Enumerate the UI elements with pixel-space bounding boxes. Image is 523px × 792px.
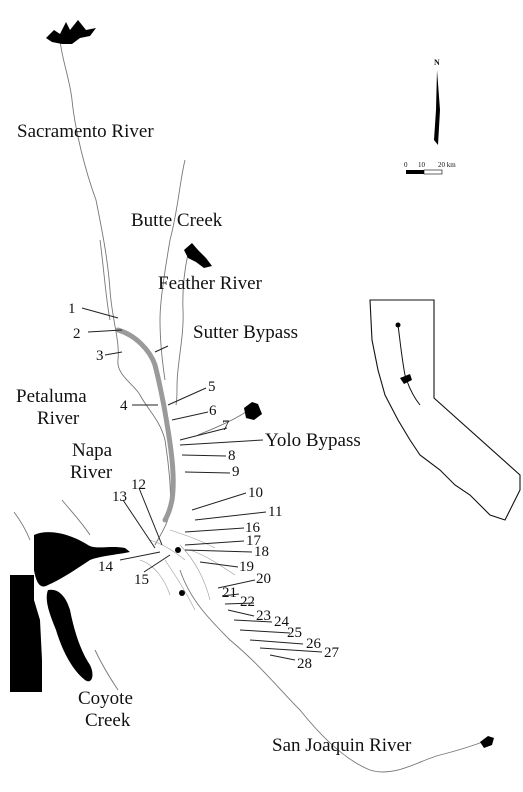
scale-twenty: 20 km bbox=[438, 161, 456, 169]
inset-delta bbox=[400, 374, 412, 384]
label-napa-2: River bbox=[70, 462, 113, 483]
label-butte-creek: Butte Creek bbox=[131, 210, 223, 231]
site-25: 25 bbox=[287, 625, 302, 641]
site-16: 16 bbox=[245, 520, 261, 536]
site-leaders bbox=[81, 307, 323, 661]
site-27: 27 bbox=[324, 645, 340, 661]
site-8: 8 bbox=[228, 448, 236, 464]
scale-zero: 0 bbox=[404, 161, 408, 169]
sacramento-river-line bbox=[59, 39, 171, 546]
scale-ten: 10 bbox=[418, 161, 426, 169]
shasta-lake bbox=[46, 20, 96, 44]
folsom-lake bbox=[244, 402, 262, 420]
river-labels: Sacramento River Butte Creek Feather Riv… bbox=[16, 121, 412, 756]
butte-creek-line bbox=[159, 159, 186, 381]
site-26: 26 bbox=[306, 636, 322, 652]
site-4: 4 bbox=[120, 398, 128, 414]
delta-lake bbox=[179, 590, 185, 596]
site-5: 5 bbox=[208, 379, 216, 395]
site-24: 24 bbox=[274, 614, 290, 630]
label-yolo-bypass: Yolo Bypass bbox=[265, 430, 361, 451]
site-3: 3 bbox=[96, 348, 104, 364]
scale-bar: 0 10 20 km bbox=[404, 161, 456, 175]
site-17: 17 bbox=[246, 533, 262, 549]
water-bodies bbox=[10, 20, 262, 692]
north-arrow: N bbox=[434, 58, 440, 145]
san-joaquin-river-line bbox=[179, 569, 489, 773]
site-23: 23 bbox=[256, 608, 271, 624]
delta-island bbox=[175, 547, 181, 553]
site-19: 19 bbox=[239, 559, 254, 575]
site-28: 28 bbox=[297, 656, 312, 672]
label-feather-river: Feather River bbox=[158, 273, 263, 294]
site-7: 7 bbox=[222, 418, 230, 434]
label-petaluma-1: Petaluma bbox=[16, 386, 87, 407]
site-10: 10 bbox=[248, 485, 263, 501]
site-18: 18 bbox=[254, 544, 269, 560]
delta-channels bbox=[139, 529, 236, 611]
stream-network bbox=[13, 39, 489, 773]
site-13: 13 bbox=[112, 489, 127, 505]
millerton-lake bbox=[480, 736, 494, 748]
site-20: 20 bbox=[256, 571, 271, 587]
label-sutter-bypass: Sutter Bypass bbox=[193, 322, 298, 343]
feather-river-line bbox=[175, 244, 191, 406]
site-22: 22 bbox=[240, 594, 255, 610]
label-san-joaquin-river: San Joaquin River bbox=[272, 735, 412, 756]
north-label: N bbox=[434, 58, 440, 67]
petaluma-river-line bbox=[13, 511, 31, 541]
label-napa-1: Napa bbox=[72, 440, 113, 461]
oroville-lake bbox=[184, 243, 212, 268]
label-sacramento-river: Sacramento River bbox=[17, 121, 154, 142]
coyote-creek-line bbox=[94, 649, 119, 691]
west-tributary-line bbox=[99, 239, 111, 321]
inset-river bbox=[397, 324, 421, 406]
site-14: 14 bbox=[98, 559, 114, 575]
san-pablo-bay bbox=[34, 532, 130, 587]
site-15: 15 bbox=[134, 572, 149, 588]
site-21: 21 bbox=[222, 585, 237, 601]
site-numbers: 1 2 3 4 5 6 7 8 9 10 11 12 13 14 15 16 1… bbox=[68, 301, 340, 672]
california-inset bbox=[369, 299, 521, 521]
label-petaluma-2: River bbox=[37, 408, 80, 429]
north-arrow-icon bbox=[434, 70, 440, 145]
site-9: 9 bbox=[232, 464, 240, 480]
sutter-bypass bbox=[115, 327, 176, 523]
site-11: 11 bbox=[268, 504, 282, 520]
label-coyote-2: Creek bbox=[85, 710, 131, 731]
napa-river-line bbox=[61, 499, 91, 536]
site-2: 2 bbox=[73, 326, 81, 342]
site-6: 6 bbox=[209, 403, 217, 419]
label-coyote-1: Coyote bbox=[78, 688, 133, 709]
site-1: 1 bbox=[68, 301, 76, 317]
pacific-landmass bbox=[10, 575, 42, 692]
san-francisco-bay bbox=[46, 589, 93, 682]
california-outline bbox=[369, 299, 521, 521]
site-12: 12 bbox=[131, 477, 146, 493]
